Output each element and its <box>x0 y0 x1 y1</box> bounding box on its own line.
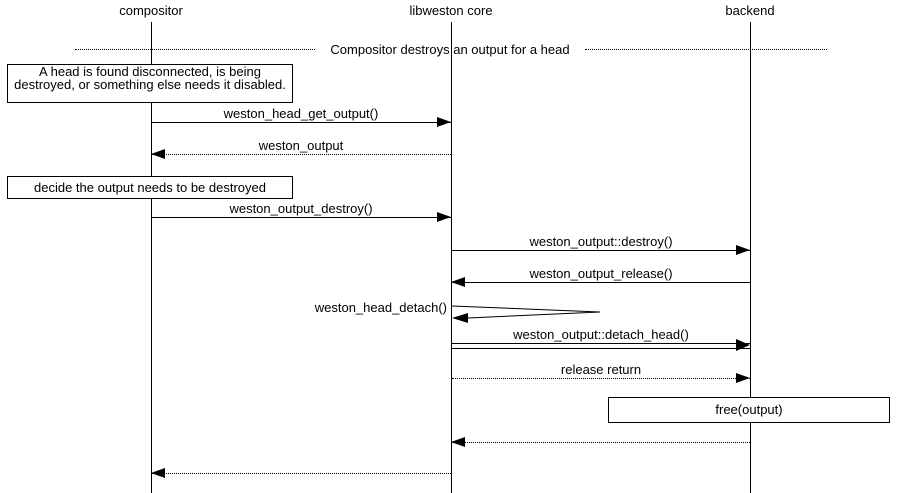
message-label: weston_output::destroy() <box>529 234 673 249</box>
message-line <box>152 473 451 474</box>
self-call-loop <box>452 305 601 323</box>
note-head-disconnected: A head is found disconnected, is being d… <box>7 64 293 103</box>
message-line <box>452 378 750 379</box>
message-label: weston_output <box>258 138 344 153</box>
divider-line-right <box>585 49 827 50</box>
arrowhead-left-icon <box>151 468 165 478</box>
arrowhead-left-icon <box>451 277 465 287</box>
arrowhead-left-icon <box>151 149 165 159</box>
message-line <box>152 217 451 218</box>
message-label: weston_head_get_output() <box>223 106 379 121</box>
actor-label-compositor: compositor <box>119 3 183 18</box>
arrowhead-right-icon <box>437 212 451 222</box>
message-line <box>152 122 451 123</box>
arrowhead-left-icon <box>451 437 465 447</box>
divider-label: Compositor destroys an output for a head <box>330 42 570 57</box>
message-label: weston_output::detach_head() <box>513 327 689 342</box>
arrowhead-right-icon <box>736 245 750 255</box>
lifeline-backend <box>750 22 751 493</box>
message-label: weston_output_release() <box>529 266 673 281</box>
message-line <box>152 154 451 155</box>
note-decide-destroy: decide the output needs to be destroyed <box>7 176 293 199</box>
message-label: release return <box>560 362 642 377</box>
arrowhead-right-icon <box>437 117 451 127</box>
message-line-double <box>452 343 750 349</box>
arrowhead-right-icon <box>736 339 750 351</box>
message-label: weston_output_destroy() <box>229 201 373 216</box>
arrowhead-right-icon <box>736 373 750 383</box>
actor-label-libweston-core: libweston core <box>409 3 493 18</box>
note-free-output: free(output) <box>608 397 890 423</box>
message-line <box>452 250 750 251</box>
self-call-line <box>452 305 601 319</box>
arrowhead-left-icon <box>452 313 468 323</box>
divider-line-left <box>75 49 315 50</box>
lifeline-compositor <box>151 22 152 493</box>
message-label: weston_head_detach() <box>314 300 447 315</box>
actor-label-backend: backend <box>725 3 775 18</box>
lifeline-libweston-core <box>451 22 452 493</box>
message-line <box>452 442 750 443</box>
message-line <box>452 282 750 283</box>
